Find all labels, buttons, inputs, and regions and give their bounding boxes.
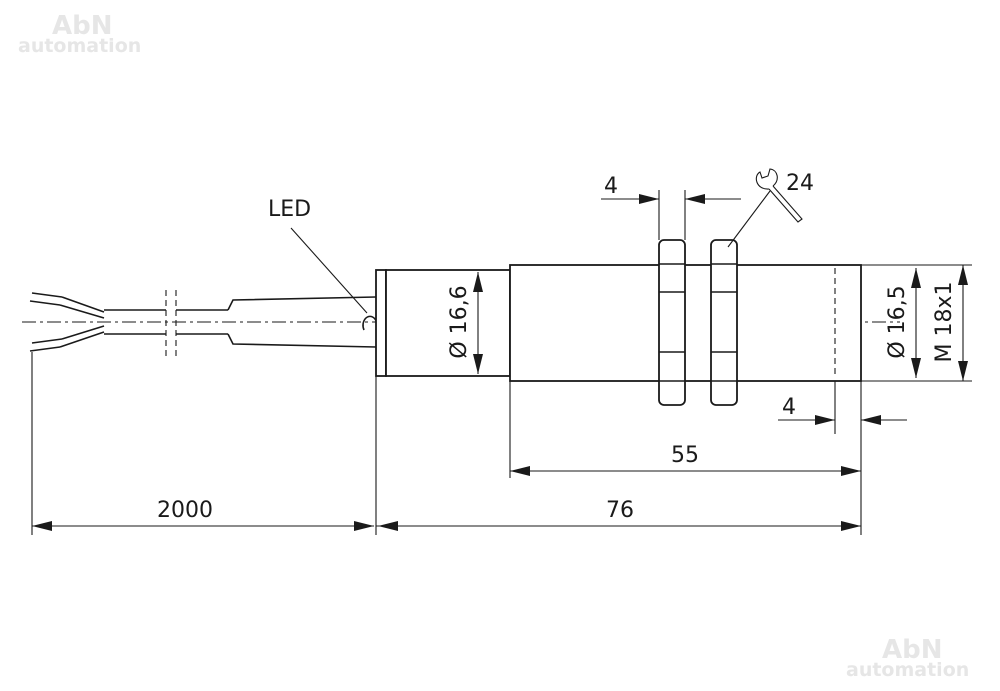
thread-length-label: 55 [671, 443, 699, 468]
dimension-diameter-head: Ø 16,6 [447, 272, 483, 374]
watermark-subtext: automation [846, 659, 969, 681]
body-length-label: 76 [606, 498, 634, 523]
dimension-diameter-body: Ø 16,5 [885, 268, 921, 378]
watermark-subtext: automation [18, 35, 141, 57]
sensor-end-cap [375, 269, 387, 377]
diameter-body-label: Ø 16,5 [885, 285, 910, 358]
diameter-head-label: Ø 16,6 [447, 285, 472, 358]
watermark-text: AbN [882, 635, 943, 665]
dimension-thread: M 18x1 [932, 265, 968, 381]
watermark-text: AbN [52, 11, 113, 41]
dimension-body-length: 76 [375, 376, 861, 535]
nut-width-label: 4 [604, 174, 618, 199]
nut-right [710, 239, 738, 406]
watermark-bottom-right: AbN automation [846, 635, 969, 681]
thread-label: M 18x1 [932, 282, 957, 363]
cable [104, 290, 377, 356]
nut-left [658, 239, 686, 406]
led-indicator [362, 315, 378, 331]
led-leader-line [290, 227, 368, 314]
dimension-nut-width: 4 [601, 174, 741, 240]
wrench-size-label: 24 [786, 171, 814, 196]
cable-length-label: 2000 [157, 498, 213, 523]
sensor-head [385, 269, 511, 377]
dimension-thread-end: 4 [778, 381, 907, 434]
watermark-top-left: AbN automation [18, 11, 141, 57]
wrench-icon [755, 168, 803, 223]
dimension-cable-length: 2000 [31, 352, 374, 535]
wire-ends [29, 292, 105, 352]
led-label: LED [268, 197, 311, 222]
dimension-thread-length: 55 [509, 381, 862, 535]
thread-end-label: 4 [782, 395, 796, 420]
wrench-annotation: 24 [727, 168, 814, 248]
wrench-leader-line [727, 190, 771, 248]
